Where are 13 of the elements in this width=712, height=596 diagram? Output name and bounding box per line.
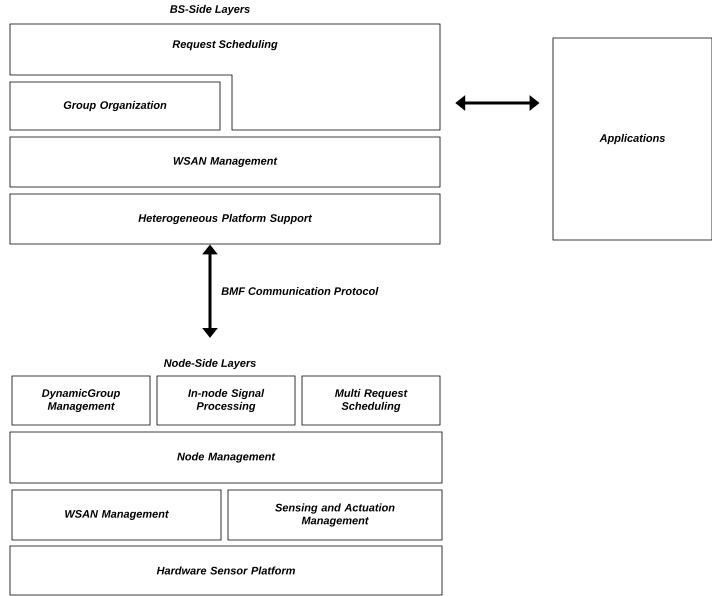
edge-label: BMF Communication Protocol <box>220 286 380 296</box>
layer-box: Group Organization <box>10 82 220 130</box>
layer-box: WSAN Management <box>10 136 440 188</box>
layer-group-heading: Node-Side Layers <box>164 358 256 370</box>
layer-box: Node Management <box>10 432 442 484</box>
layer-box: WSAN Management <box>12 490 222 540</box>
layer-box: Multi Request Scheduling <box>302 376 440 426</box>
layer-box: Heterogeneous Platform Support <box>10 194 440 244</box>
layer-box: DynamicGroup Management <box>12 376 150 426</box>
layer-box: Sensing and Actuation Management <box>228 490 442 540</box>
layer-box: Hardware Sensor Platform <box>10 546 442 596</box>
layer-box: In-node Signal Processing <box>156 376 296 426</box>
application-box: Applications <box>552 38 712 240</box>
